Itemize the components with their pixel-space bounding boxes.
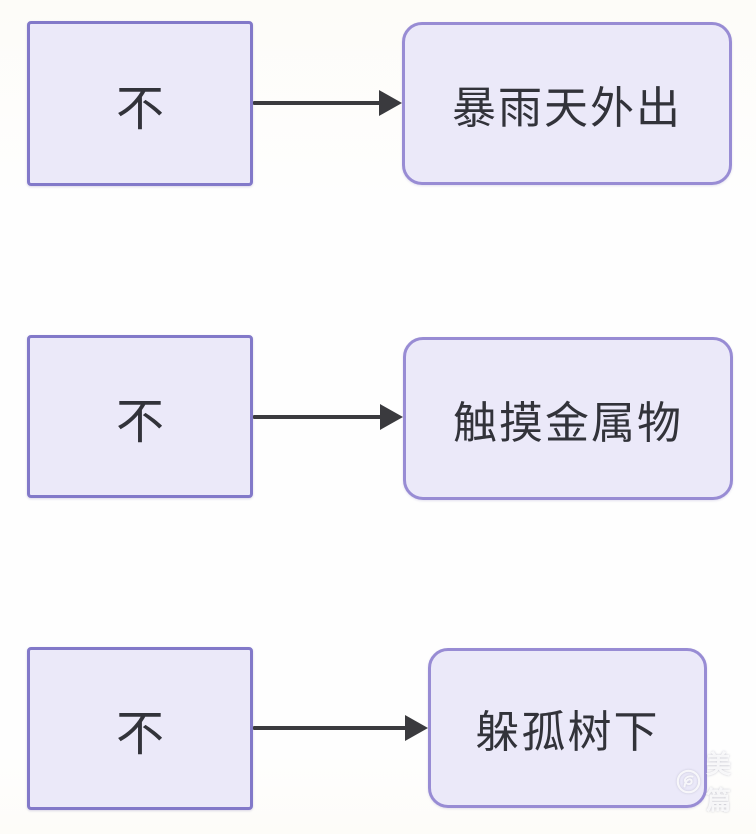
condition-label: 不 [115,395,164,449]
arrowhead-icon [405,715,428,741]
arrowhead-icon [380,404,403,430]
condition-box: 不 [27,335,253,498]
action-label: 暴雨天外出 [452,83,682,133]
action-label: 触摸金属物 [453,398,683,448]
arrow-shaft [253,415,384,419]
watermark-label: 美篇 [706,751,734,815]
condition-label: 不 [115,707,164,761]
condition-label: 不 [115,82,164,136]
condition-box: 不 [27,21,253,186]
arrowhead-icon [379,90,402,116]
arrow-connector [253,404,403,430]
arrow-connector [253,715,428,741]
action-label: 躲孤树下 [475,708,660,757]
action-box: 暴雨天外出 [402,22,732,185]
arrow-connector [253,90,402,116]
arrow-shaft [253,101,383,105]
arrow-shaft [253,726,409,730]
condition-box: 不 [27,647,253,810]
action-box: 触摸金属物 [403,337,733,500]
action-box: 躲孤树下 [428,648,707,808]
